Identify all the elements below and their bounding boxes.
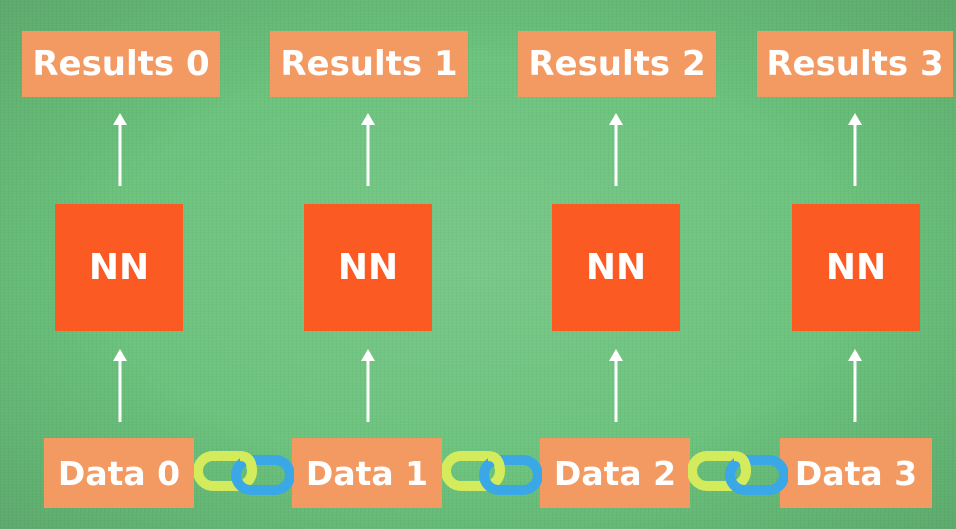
- nn-label: NN: [337, 247, 399, 288]
- nn-label: NN: [825, 247, 887, 288]
- arrow-up-icon: [848, 349, 862, 422]
- arrow-up-icon: [848, 113, 862, 186]
- data-3-box: Data 3: [780, 438, 932, 508]
- results-1-box: Results 1: [270, 31, 468, 97]
- data-1-label: Data 1: [305, 453, 429, 493]
- chain-link-icon: [194, 451, 294, 495]
- chain-link-icon: [688, 451, 788, 495]
- data-3-label: Data 3: [794, 453, 918, 493]
- data-2-box: Data 2: [540, 438, 690, 508]
- nn-box-0: NN: [55, 204, 183, 331]
- data-0-label: Data 0: [57, 453, 181, 493]
- results-3-label: Results 3: [766, 44, 944, 84]
- results-3-box: Results 3: [757, 31, 953, 97]
- data-1-box: Data 1: [292, 438, 442, 508]
- results-0-box: Results 0: [22, 31, 220, 97]
- nn-box-1: NN: [304, 204, 432, 331]
- nn-box-3: NN: [792, 204, 920, 331]
- arrow-up-icon: [113, 113, 127, 186]
- data-2-label: Data 2: [553, 453, 677, 493]
- arrow-up-icon: [609, 349, 623, 422]
- results-0-label: Results 0: [32, 44, 210, 84]
- nn-label: NN: [585, 247, 647, 288]
- arrow-up-icon: [361, 349, 375, 422]
- nn-label: NN: [88, 247, 150, 288]
- chain-link-icon: [442, 451, 542, 495]
- arrow-up-icon: [113, 349, 127, 422]
- results-1-label: Results 1: [280, 44, 458, 84]
- arrow-up-icon: [361, 113, 375, 186]
- results-2-label: Results 2: [528, 44, 706, 84]
- arrow-up-icon: [609, 113, 623, 186]
- data-0-box: Data 0: [44, 438, 194, 508]
- results-2-box: Results 2: [518, 31, 716, 97]
- nn-box-2: NN: [552, 204, 680, 331]
